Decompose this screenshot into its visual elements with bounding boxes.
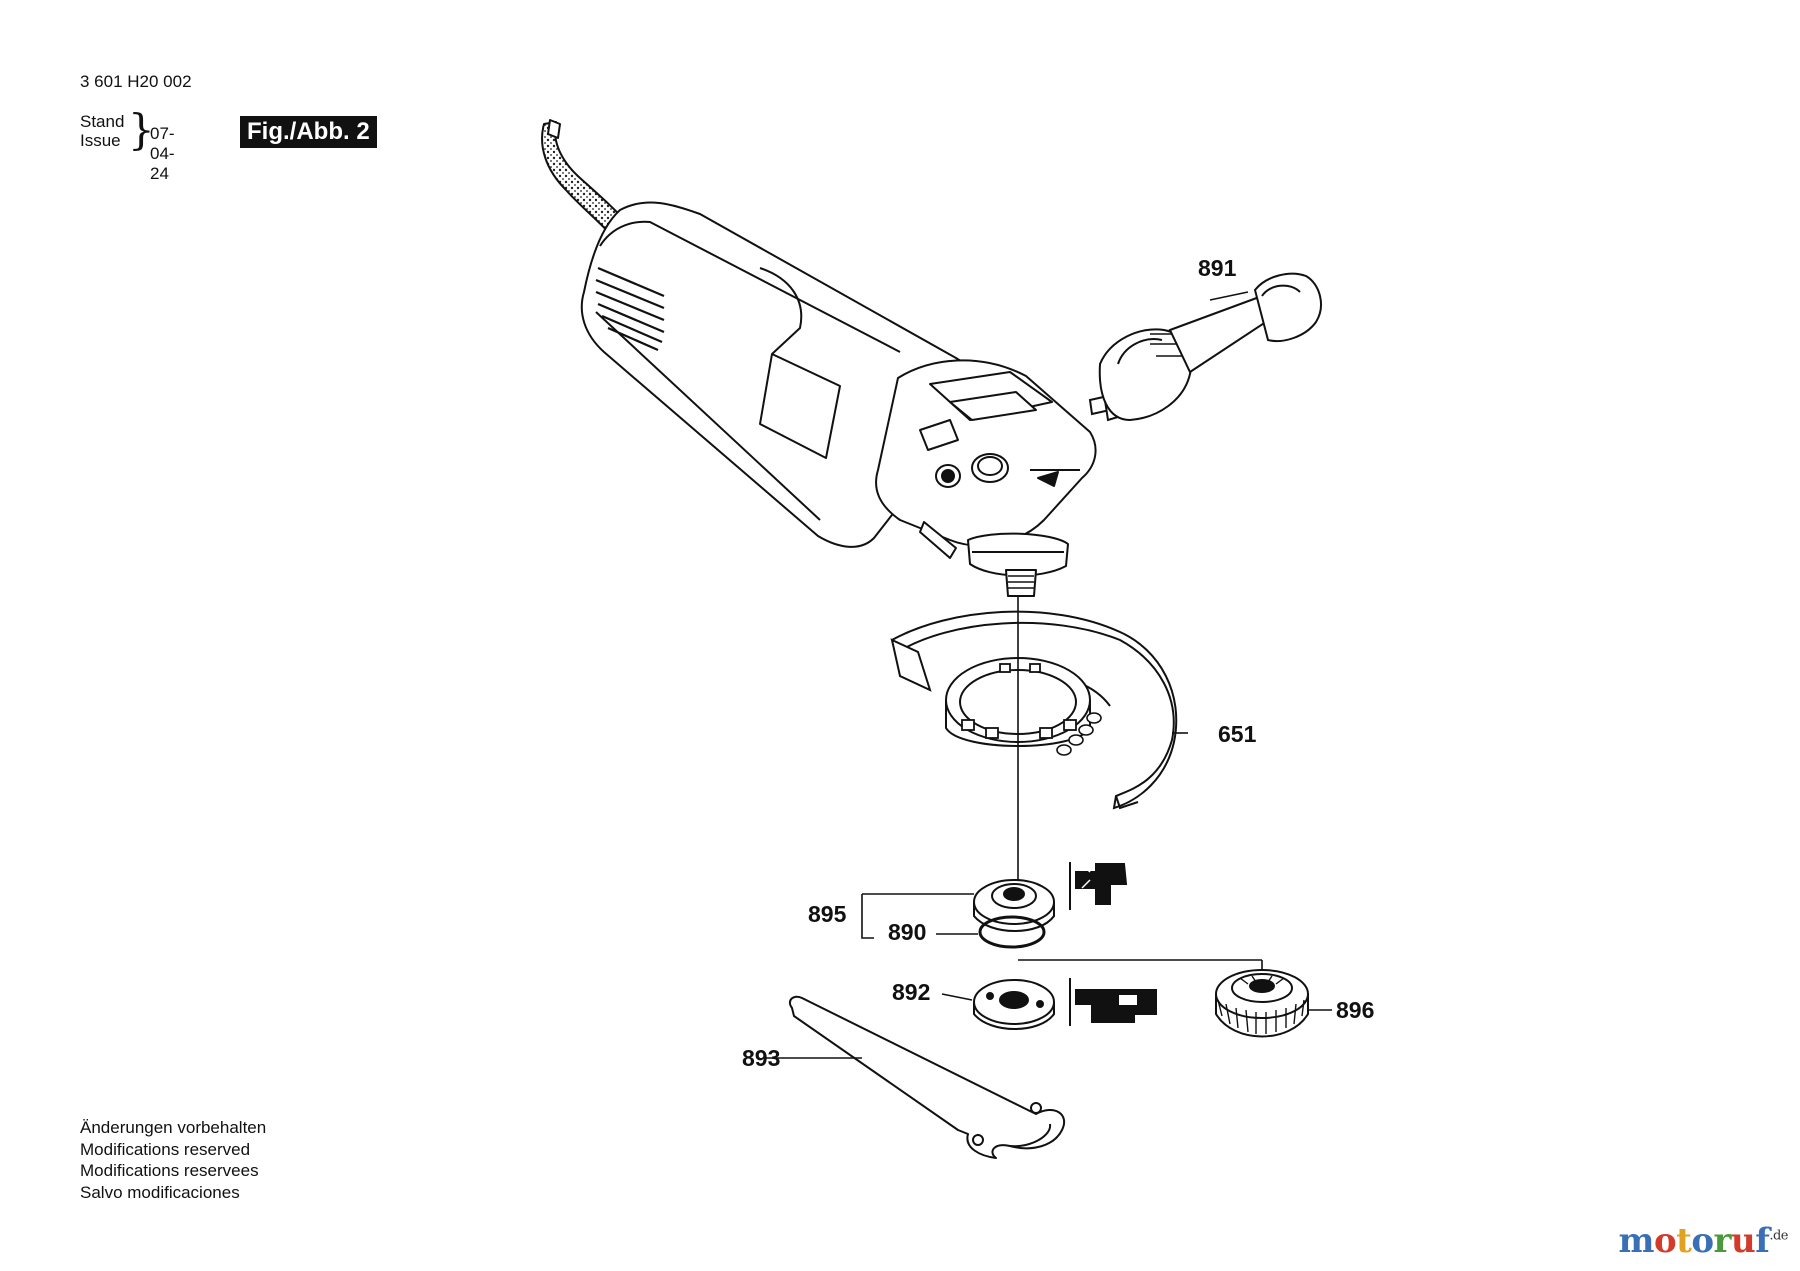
note-es: Salvo modificaciones bbox=[80, 1182, 240, 1202]
figure-badge: Fig./Abb. 2 bbox=[240, 116, 377, 148]
watermark-suffix: .de bbox=[1769, 1228, 1788, 1244]
clamping-nut-drawing bbox=[1215, 969, 1309, 1038]
note-de: Änderungen vorbehalten bbox=[80, 1118, 267, 1137]
watermark-letter: m bbox=[1618, 1221, 1654, 1261]
document-number: 3 601 H20 002 bbox=[80, 72, 192, 91]
part-label-893: 893 bbox=[742, 1045, 780, 1071]
curly-brace-icon: } bbox=[128, 105, 155, 154]
part-label-896: 896 bbox=[1336, 997, 1374, 1023]
watermark-letter: r bbox=[1713, 1221, 1732, 1261]
upper-flange-drawing bbox=[973, 879, 1055, 932]
cooling-vents-drawing bbox=[595, 266, 665, 352]
auxiliary-handle-drawing bbox=[1088, 272, 1322, 422]
note-en: Modifications reserved bbox=[80, 1139, 251, 1159]
watermark-logo: motoruf.de bbox=[1618, 1221, 1788, 1261]
protective-guard-drawing bbox=[890, 610, 1178, 810]
watermark-letter: o bbox=[1691, 1221, 1714, 1261]
switch-drawing bbox=[759, 353, 841, 459]
spanner-wrench-drawing bbox=[788, 995, 1065, 1159]
watermark-letter: o bbox=[1653, 1221, 1677, 1261]
o-ring-drawing bbox=[978, 915, 1046, 949]
part-label-890: 890 bbox=[888, 919, 926, 945]
gear-head-drawing bbox=[875, 359, 1097, 547]
issue-date: 07-04-24 bbox=[150, 124, 175, 183]
issue-label: Issue bbox=[80, 131, 121, 150]
stand-label: Stand bbox=[80, 112, 125, 131]
part-label-891: 891 bbox=[1198, 255, 1237, 281]
stand-issue-labels: Stand Issue bbox=[80, 112, 124, 150]
part-label-895: 895 bbox=[808, 901, 847, 927]
modification-notes: Änderungen vorbehalten Modifications res… bbox=[80, 1117, 266, 1203]
note-fr: Modifications reservees bbox=[80, 1161, 259, 1180]
angle-grinder-drawing bbox=[541, 119, 1097, 597]
watermark-letter: f bbox=[1755, 1221, 1770, 1261]
spindle-drawing bbox=[1005, 569, 1037, 597]
watermark-letter: t bbox=[1676, 1221, 1692, 1261]
mounting-flange-profile-icon bbox=[1069, 978, 1157, 1026]
mounting-flange-drawing bbox=[973, 979, 1055, 1030]
upper-flange-profile-icon bbox=[1069, 862, 1128, 910]
watermark-letter: u bbox=[1730, 1221, 1756, 1261]
leader-lines bbox=[766, 291, 1332, 1059]
part-label-892: 892 bbox=[892, 979, 930, 1005]
part-label-651: 651 bbox=[1218, 721, 1257, 747]
